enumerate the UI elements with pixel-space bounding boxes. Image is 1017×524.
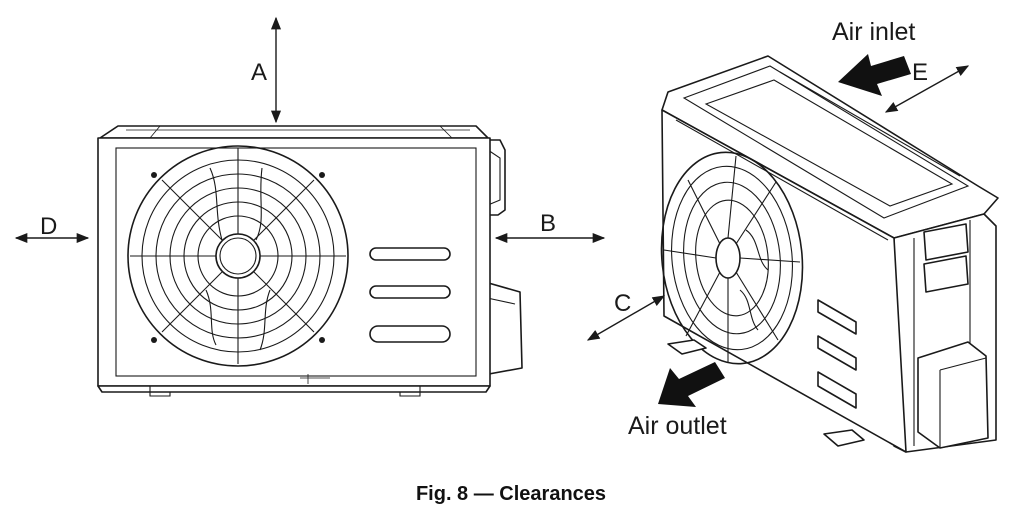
label-b: B xyxy=(540,210,556,237)
label-c: C xyxy=(614,290,631,317)
clearance-c-arrow xyxy=(586,295,666,341)
air-inlet-arrow xyxy=(838,54,911,96)
label-d: D xyxy=(40,213,57,240)
front-view-unit xyxy=(97,125,523,397)
figure-caption: Fig. 8 — Clearances xyxy=(416,483,606,505)
isometric-fan-guard xyxy=(660,151,804,365)
label-e: E xyxy=(912,59,928,86)
isometric-view-unit xyxy=(660,55,999,453)
label-air-inlet: Air inlet xyxy=(832,18,915,46)
front-fan-guard xyxy=(127,145,349,367)
clearance-e-arrow xyxy=(884,65,970,113)
label-a: A xyxy=(251,59,267,86)
label-air-outlet: Air outlet xyxy=(628,412,727,440)
air-outlet-arrow xyxy=(658,362,725,407)
